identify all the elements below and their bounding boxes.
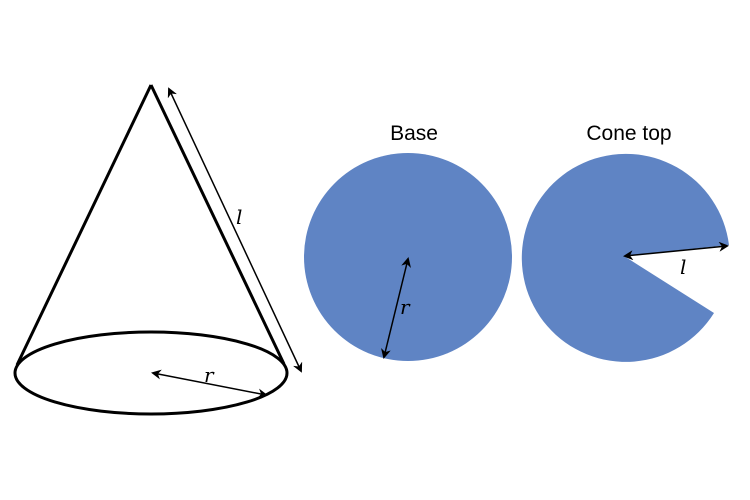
cone-right-edge — [149, 84, 286, 365]
cone-top-figure: Cone top l — [521, 122, 729, 362]
cone-top-sector — [521, 153, 729, 362]
sector-radius-arrow — [623, 241, 729, 261]
cone-radius-arrow — [151, 369, 268, 399]
slant-height-label: l — [236, 205, 242, 229]
cone-top-title: Cone top — [586, 122, 671, 145]
base-circle — [304, 153, 512, 361]
cone-base-ellipse — [13, 330, 289, 416]
slant-height-arrow — [167, 87, 303, 373]
sector-radius-label: l — [680, 255, 686, 279]
base-radius-arrow — [381, 257, 411, 359]
cone-left-edge — [15, 84, 153, 366]
cone-3d: l r — [13, 84, 303, 416]
base-radius-label: r — [400, 295, 411, 319]
base-title: Base — [390, 122, 438, 145]
base-figure: Base r — [304, 122, 512, 361]
cone-radius-label: r — [204, 363, 215, 387]
